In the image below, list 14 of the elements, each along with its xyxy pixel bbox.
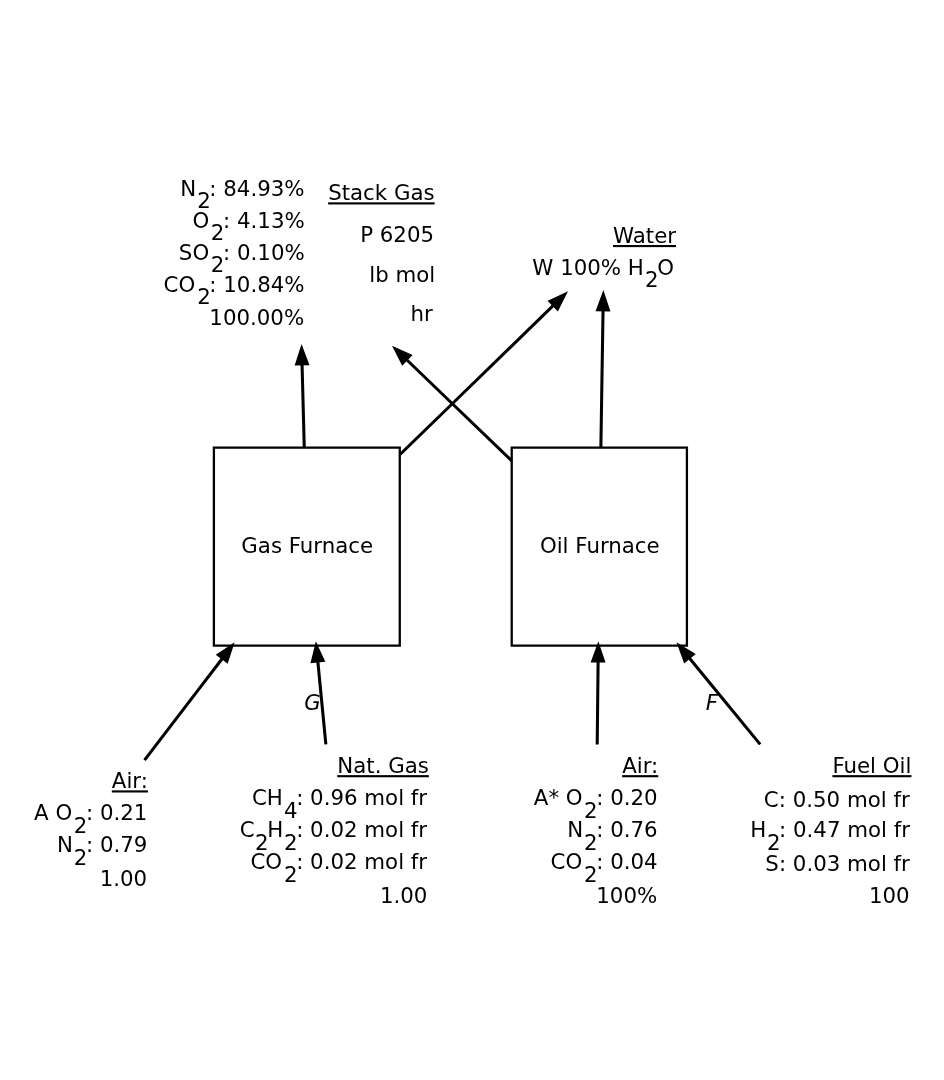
arrow — [398, 290, 568, 456]
arrow — [391, 345, 513, 462]
edge-label: F — [705, 689, 718, 715]
node-box: Oil Furnace — [510, 445, 688, 647]
node-box: Gas Furnace — [212, 445, 401, 647]
arrow — [590, 640, 606, 744]
arrow — [294, 343, 310, 447]
arrow — [309, 640, 327, 745]
arrow — [142, 641, 235, 761]
edge-label: G — [303, 689, 321, 715]
node-text: Stack Gas P 6205 lb mol hr — [327, 179, 435, 326]
arrow — [595, 289, 610, 447]
arrow — [675, 641, 761, 745]
node-label: 100.00% — [208, 304, 304, 330]
